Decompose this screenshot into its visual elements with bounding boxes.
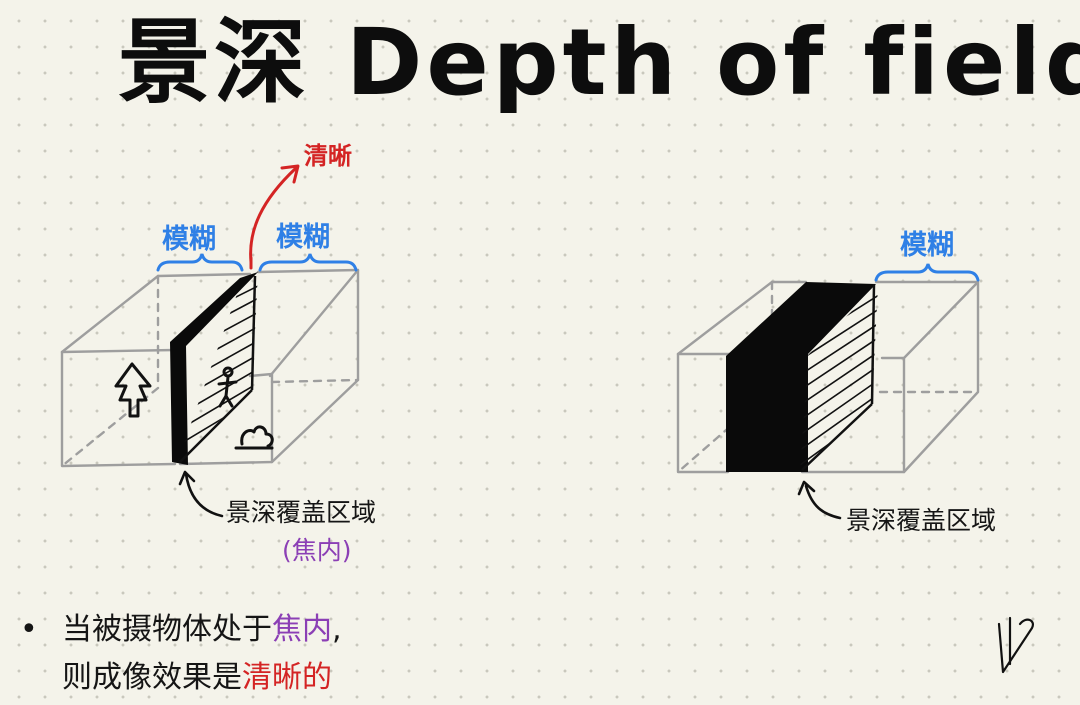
note-line-2: 则成像效果是清晰的 xyxy=(20,654,342,702)
right-blur-brace xyxy=(874,263,980,282)
right-box xyxy=(676,280,980,474)
explanation-note: • 当被摄物体处于焦内, 则成像效果是清晰的 xyxy=(20,606,342,702)
note-line-2-text: 则成像效果是 xyxy=(62,660,242,695)
note-sharp-highlight: 清晰的 xyxy=(242,660,332,695)
note-line-1-suffix: , xyxy=(332,612,342,647)
note-in-focus-highlight: 焦内 xyxy=(272,612,332,647)
left-coverage-arrow xyxy=(178,470,224,518)
sharp-label: 清晰 xyxy=(304,142,352,170)
left-blur-label-2: 模糊 xyxy=(276,222,330,253)
right-blur-label: 模糊 xyxy=(900,230,954,261)
right-coverage-label: 景深覆盖区域 xyxy=(846,506,997,535)
note-line-1-text: 当被摄物体处于 xyxy=(62,612,272,647)
note-line-1: • 当被摄物体处于焦内, xyxy=(20,606,342,654)
sharp-arrow xyxy=(249,164,300,270)
left-coverage-label: 景深覆盖区域 xyxy=(226,498,377,527)
tree-icon xyxy=(114,362,152,418)
left-box xyxy=(60,268,360,468)
signature-logo-icon xyxy=(997,616,1034,674)
left-coverage-sublabel: (焦内) xyxy=(282,536,352,565)
left-blur-label-1: 模糊 xyxy=(162,224,216,255)
person-icon xyxy=(217,366,238,408)
bush-icon xyxy=(234,425,274,450)
right-focus-region xyxy=(726,282,878,472)
left-blur-braces xyxy=(156,253,358,272)
bullet-icon: • xyxy=(20,612,38,647)
page-title: 景深 Depth of field xyxy=(118,9,1080,116)
right-coverage-arrow xyxy=(797,480,842,520)
